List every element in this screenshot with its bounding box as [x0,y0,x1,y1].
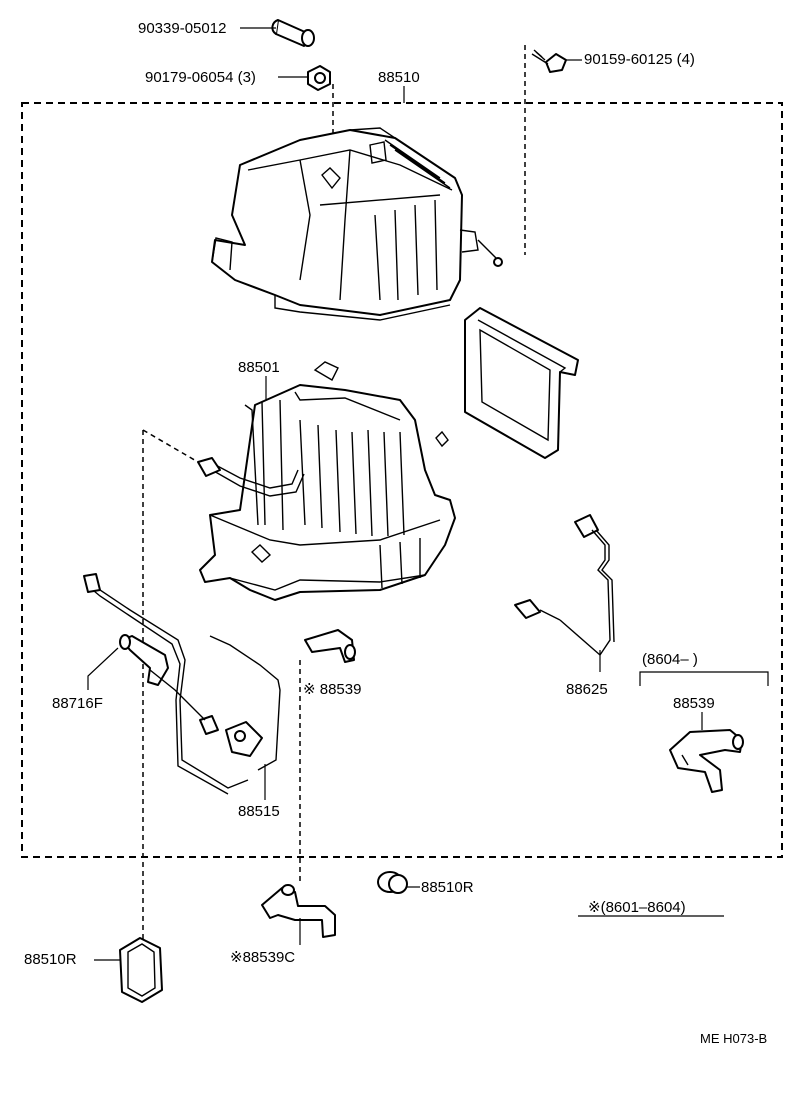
note-range-8601-8604: ※(8601–8604) [588,899,686,916]
dashline-pipe [142,429,199,463]
label-88716F: 88716F [52,695,103,712]
part-88539-hose-center[interactable] [304,629,356,663]
part-90179-06054[interactable] [307,65,331,91]
label-88510R-left: 88510R [24,951,77,968]
label-90339-05012: 90339-05012 [138,20,226,37]
diagram-code: ME H073-B [700,1031,767,1046]
assembly-boundary [21,102,783,858]
label-88501: 88501 [238,359,280,376]
part-88501-pipe[interactable] [197,457,305,497]
part-88539C-hose[interactable] [261,884,336,938]
part-88625-harness[interactable] [514,514,615,657]
part-90339-05012[interactable] [271,19,315,47]
part-88510R-grommet-left[interactable] [119,937,163,1003]
bracket-8604 [639,671,769,686]
label-90159-60125: 90159-60125 (4) [584,51,695,68]
label-range-8604: (8604– ) [642,651,698,668]
label-88510: 88510 [378,69,420,86]
label-88515: 88515 [238,803,280,820]
part-88510-upper-case[interactable] [211,127,503,321]
part-88539-hose-right[interactable] [669,729,744,793]
label-88539-star: ※ 88539 [303,681,361,698]
label-88625: 88625 [566,681,608,698]
label-90179-06054: 90179-06054 (3) [145,69,256,86]
leader-88716F [87,647,119,690]
part-90159-60125[interactable] [531,49,567,73]
part-88515-thermostat[interactable] [83,573,281,795]
part-88510R-grommet-right[interactable] [377,871,408,894]
part-88501-evaporator[interactable] [199,361,456,601]
label-88510R-right: 88510R [421,879,474,896]
label-88539-right: 88539 [673,695,715,712]
label-88539C: ※88539C [230,949,295,966]
part-88716F[interactable] [119,634,169,686]
part-88510-filter-frame[interactable] [464,307,579,459]
